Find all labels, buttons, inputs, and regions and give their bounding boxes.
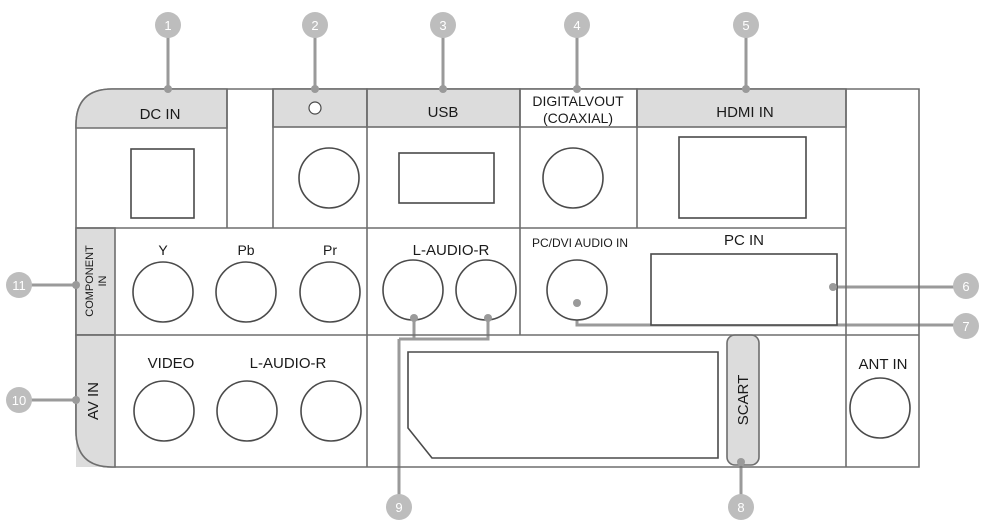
dot-10 [72, 396, 80, 404]
callout-4-number: 4 [573, 18, 580, 33]
dc-in-header [75, 88, 228, 129]
dot-9b [484, 314, 492, 322]
ant-in-label: ANT IN [859, 356, 908, 373]
jack-port [298, 147, 360, 209]
callout-8-number: 8 [737, 500, 744, 515]
dot-6 [829, 283, 837, 291]
audio-r-port [455, 259, 517, 321]
callout-5: 5 [733, 12, 759, 38]
pc-in-label: PC IN [724, 232, 764, 249]
callout-10-number: 10 [12, 393, 26, 408]
dot-4 [573, 85, 581, 93]
hdmi-in-label: HDMI IN [716, 104, 774, 121]
dot-1 [164, 85, 172, 93]
callout-8: 8 [728, 494, 754, 520]
pc-audio-port [546, 259, 608, 321]
l-audio-r-av-label: L-AUDIO-R [250, 355, 327, 372]
dot-3 [439, 85, 447, 93]
dot-11 [72, 281, 80, 289]
leader-9 [412, 318, 490, 341]
hdmi-header [636, 88, 847, 128]
scart-port [407, 351, 719, 459]
jack-symbol [308, 101, 322, 115]
audio-l-port [382, 259, 444, 321]
dc-in-port [130, 148, 195, 219]
callout-5-number: 5 [742, 18, 749, 33]
panel [75, 88, 920, 468]
dot-9a [410, 314, 418, 322]
dot-2 [311, 85, 319, 93]
component-pb-port [215, 261, 277, 323]
callout-9-number: 9 [395, 500, 402, 515]
digital-out-label-line2: (COAXIAL) [543, 110, 613, 126]
usb-port [398, 152, 495, 204]
callout-6: 6 [953, 273, 979, 299]
pb-label: Pb [237, 242, 254, 258]
callout-4: 4 [564, 12, 590, 38]
component-label-line2: IN [97, 275, 109, 286]
callout-1-number: 1 [164, 18, 171, 33]
callout-6-number: 6 [962, 279, 969, 294]
callout-3: 3 [430, 12, 456, 38]
av-audio-r-port [300, 380, 362, 442]
video-label: VIDEO [148, 355, 195, 372]
callout-2-number: 2 [311, 18, 318, 33]
callout-9: 9 [386, 494, 412, 520]
av-audio-l-port [216, 380, 278, 442]
component-label-line1: COMPONENT [84, 245, 96, 317]
pc-in-port [650, 253, 838, 326]
pc-dvi-audio-in-label: PC/DVI AUDIO IN [532, 236, 628, 250]
callout-1: 1 [155, 12, 181, 38]
dot-7 [573, 299, 581, 307]
av-in-side-bar-border [75, 334, 116, 468]
av-video-port [133, 380, 195, 442]
callouts: 1 2 3 4 5 6 7 8 [6, 12, 979, 520]
labels: DC IN USB DIGITALVOUT (COAXIAL) HDMI IN … [84, 93, 907, 425]
dc-in-label: DC IN [140, 106, 181, 123]
scart-label: SCART [735, 375, 752, 426]
l-audio-r-top-label: L-AUDIO-R [413, 242, 490, 259]
callout-7-number: 7 [962, 319, 969, 334]
callout-10: 10 [6, 387, 32, 413]
callout-11-number: 11 [12, 278, 26, 293]
callout-11: 11 [6, 272, 32, 298]
pr-label: Pr [323, 242, 337, 258]
component-y-port [132, 261, 194, 323]
coaxial-port [542, 147, 604, 209]
hdmi-port [678, 136, 807, 219]
component-pr-port [299, 261, 361, 323]
callout-dots [72, 85, 837, 466]
callout-3-number: 3 [439, 18, 446, 33]
dot-5 [742, 85, 750, 93]
y-label: Y [158, 242, 168, 258]
callout-7: 7 [953, 313, 979, 339]
ant-in-port [849, 377, 911, 439]
connectors [130, 101, 911, 459]
digital-out-label-line1: DIGITALVOUT [532, 93, 624, 109]
usb-label: USB [428, 104, 459, 121]
callout-2: 2 [302, 12, 328, 38]
av-in-label: AV IN [85, 382, 102, 420]
dot-8 [737, 458, 745, 466]
